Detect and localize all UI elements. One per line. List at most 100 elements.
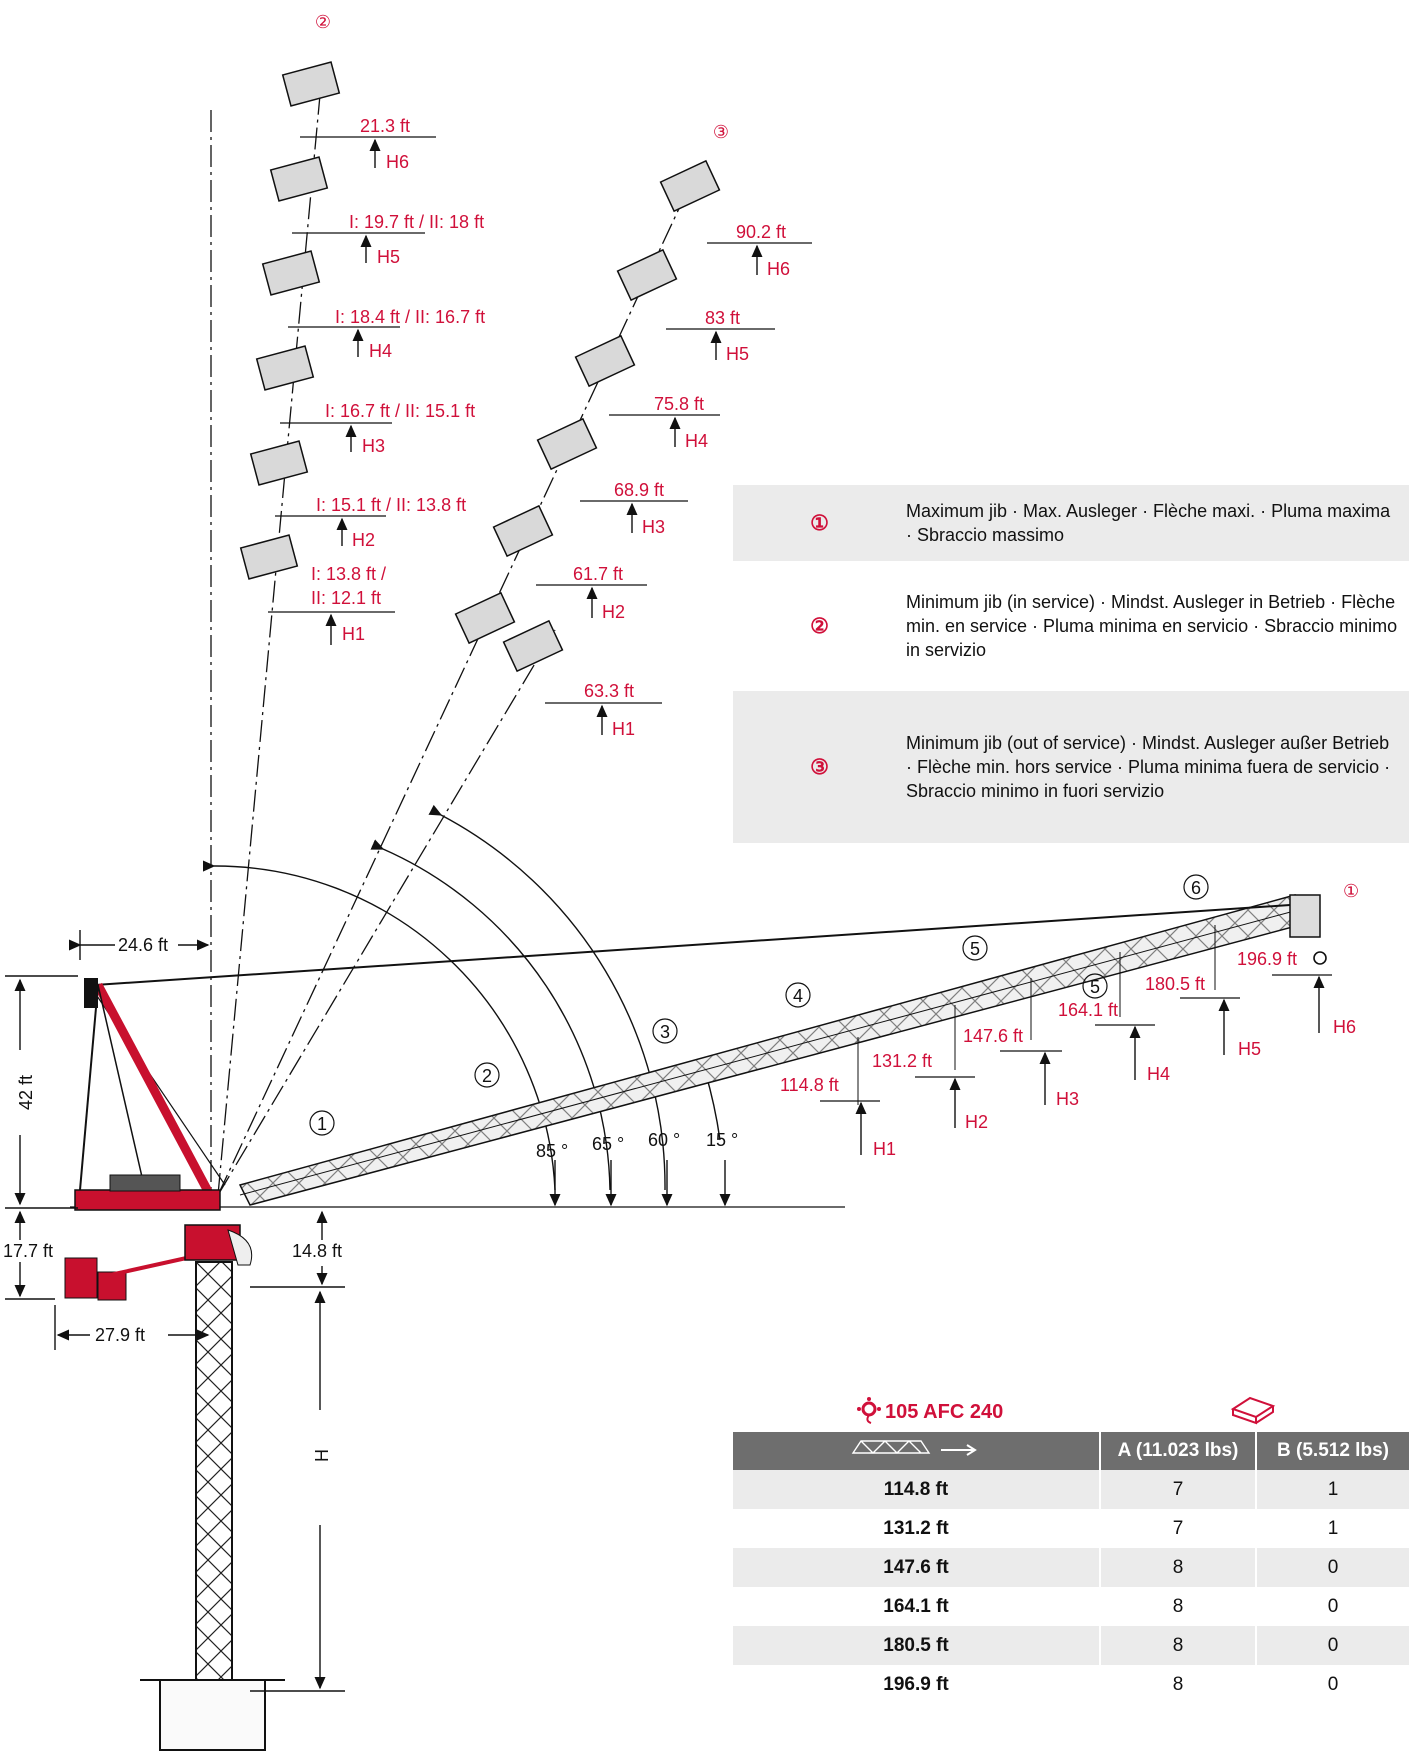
jib-length-labels: 114.8 ft H1 131.2 ft H2 147.6 ft H3 164.…	[780, 925, 1356, 1159]
section-5b: 5	[1090, 977, 1100, 997]
jib-length-header	[733, 1432, 1101, 1470]
table-row: 147.6 ft 8 0	[733, 1548, 1409, 1587]
svg-text:I: 15.1 ft / II: 13.8 ft: I: 15.1 ft / II: 13.8 ft	[316, 495, 466, 515]
table-row: 164.1 ft 8 0	[733, 1587, 1409, 1626]
svg-text:75.8 ft: 75.8 ft	[654, 394, 704, 414]
svg-text:II: 12.1 ft: II: 12.1 ft	[311, 588, 381, 608]
svg-text:164.1 ft: 164.1 ft	[1058, 1000, 1118, 1020]
svg-text:H2: H2	[602, 602, 625, 622]
dim-jib-offset	[68, 930, 210, 960]
marker-config3: ③	[713, 122, 729, 142]
counterjib	[64, 1174, 221, 1301]
tower-mast	[195, 1261, 233, 1681]
legend-text-2: Minimum jib (in service) · Mindst. Ausle…	[906, 592, 1398, 660]
model-name: 105 AFC 240	[885, 1401, 1004, 1423]
dim-jib-offset-label: 24.6 ft	[118, 935, 168, 955]
svg-text:H4: H4	[369, 341, 392, 361]
config3-labels: 90.2 ft H6 83 ft H5 75.8 ft H4 68.9 ft H…	[536, 222, 812, 739]
svg-text:H6: H6	[767, 259, 790, 279]
section-2: 2	[482, 1066, 492, 1086]
jib-section-numbers	[309, 874, 1209, 1136]
config3-trolleys	[454, 159, 721, 673]
svg-text:68.9 ft: 68.9 ft	[614, 480, 664, 500]
angle-15: 15 °	[706, 1130, 738, 1150]
angle-arrows	[549, 1160, 731, 1207]
table-row: 114.8 ft 7 1	[733, 1470, 1409, 1509]
angle-65: 65 °	[592, 1134, 624, 1154]
table-title: 105 AFC 240	[733, 1395, 1409, 1431]
main-jib	[238, 894, 1301, 1206]
legend-item-2: ② Minimum jib (in service) · Mindst. Aus…	[733, 581, 1409, 671]
svg-text:H6: H6	[386, 152, 409, 172]
svg-text:63.3 ft: 63.3 ft	[584, 681, 634, 701]
section-6: 6	[1191, 878, 1201, 898]
svg-text:196.9 ft: 196.9 ft	[1237, 949, 1297, 969]
ballast-block-icon	[1230, 1396, 1276, 1425]
angle-85: 85 °	[536, 1141, 568, 1161]
svg-text:H5: H5	[377, 247, 400, 267]
marker-config1: ①	[1343, 881, 1359, 901]
col-a-header: A (11.023 lbs)	[1100, 1432, 1257, 1470]
table-row: 131.2 ft 7 1	[733, 1509, 1409, 1548]
svg-text:I: 13.8 ft /: I: 13.8 ft /	[311, 564, 386, 584]
svg-text:83 ft: 83 ft	[705, 308, 740, 328]
svg-text:H2: H2	[965, 1112, 988, 1132]
dim-a-frame-height-label: 42 ft	[16, 1075, 36, 1110]
svg-text:61.7 ft: 61.7 ft	[573, 564, 623, 584]
svg-text:I: 19.7 ft / II: 18 ft: I: 19.7 ft / II: 18 ft	[349, 212, 484, 232]
svg-text:114.8 ft: 114.8 ft	[780, 1075, 839, 1095]
svg-text:H5: H5	[1238, 1039, 1261, 1059]
foundation	[140, 1679, 285, 1751]
svg-text:H1: H1	[612, 719, 635, 739]
svg-text:H1: H1	[342, 624, 365, 644]
table-row: 180.5 ft 8 0	[733, 1626, 1409, 1665]
svg-text:H1: H1	[873, 1139, 896, 1159]
dim-counterjib-drop-label: 17.7 ft	[3, 1241, 53, 1261]
legend-marker-2: ②	[810, 614, 829, 638]
config2-trolleys	[239, 61, 341, 580]
legend-marker-3: ③	[810, 755, 829, 779]
svg-text:180.5 ft: 180.5 ft	[1145, 974, 1205, 994]
dim-tower-height	[250, 1290, 345, 1692]
svg-text:H4: H4	[685, 431, 708, 451]
angle-60: 60 °	[648, 1130, 680, 1150]
svg-text:H4: H4	[1147, 1064, 1170, 1084]
ballast-table-grid: A (11.023 lbs) B (5.512 lbs) 114.8 ft 7 …	[733, 1432, 1409, 1704]
jib-truss-icon	[851, 1440, 977, 1456]
svg-text:H3: H3	[362, 436, 385, 456]
svg-text:I: 16.7 ft / II: 15.1 ft: I: 16.7 ft / II: 15.1 ft	[325, 401, 475, 421]
dim-tower-height-label: H	[312, 1449, 332, 1462]
jib-head-trolley	[1289, 894, 1327, 965]
a-frame	[79, 978, 214, 1198]
svg-text:21.3 ft: 21.3 ft	[360, 116, 410, 136]
svg-text:H6: H6	[1333, 1017, 1356, 1037]
jib-pendant	[94, 904, 1291, 986]
svg-text:I: 18.4 ft / II: 16.7 ft: I: 18.4 ft / II: 16.7 ft	[335, 307, 485, 327]
legend-text-1: Maximum jib · Max. Ausleger · Flèche max…	[906, 501, 1391, 545]
section-1: 1	[317, 1114, 327, 1134]
slewing-unit	[184, 1224, 253, 1266]
col-b-header: B (5.512 lbs)	[1256, 1432, 1409, 1470]
table-row: 196.9 ft 8 0	[733, 1665, 1409, 1704]
dim-slew-height	[250, 1210, 345, 1288]
dim-counterjib-length	[54, 1305, 210, 1350]
section-3: 3	[660, 1022, 670, 1042]
svg-text:H2: H2	[352, 530, 375, 550]
legend-marker-1: ①	[810, 511, 829, 535]
svg-text:131.2 ft: 131.2 ft	[872, 1051, 932, 1071]
dim-counterjib-drop	[5, 1210, 55, 1300]
svg-text:H5: H5	[726, 344, 749, 364]
legend: ① Maximum jib · Max. Ausleger · Flèche m…	[733, 485, 1409, 863]
config2-labels: 21.3 ft H6 I: 19.7 ft / II: 18 ft H5 I: …	[268, 116, 485, 645]
section-4: 4	[793, 986, 803, 1006]
legend-item-1: ① Maximum jib · Max. Ausleger · Flèche m…	[733, 485, 1409, 561]
legend-item-3: ③ Minimum jib (out of service) · Mindst.…	[733, 691, 1409, 843]
hook-icon	[857, 1397, 881, 1424]
svg-text:H3: H3	[642, 517, 665, 537]
svg-text:90.2 ft: 90.2 ft	[736, 222, 786, 242]
dim-a-frame-height	[5, 975, 78, 1209]
section-5a: 5	[970, 939, 980, 959]
svg-text:H3: H3	[1056, 1089, 1079, 1109]
dim-slew-height-label: 14.8 ft	[292, 1241, 342, 1261]
